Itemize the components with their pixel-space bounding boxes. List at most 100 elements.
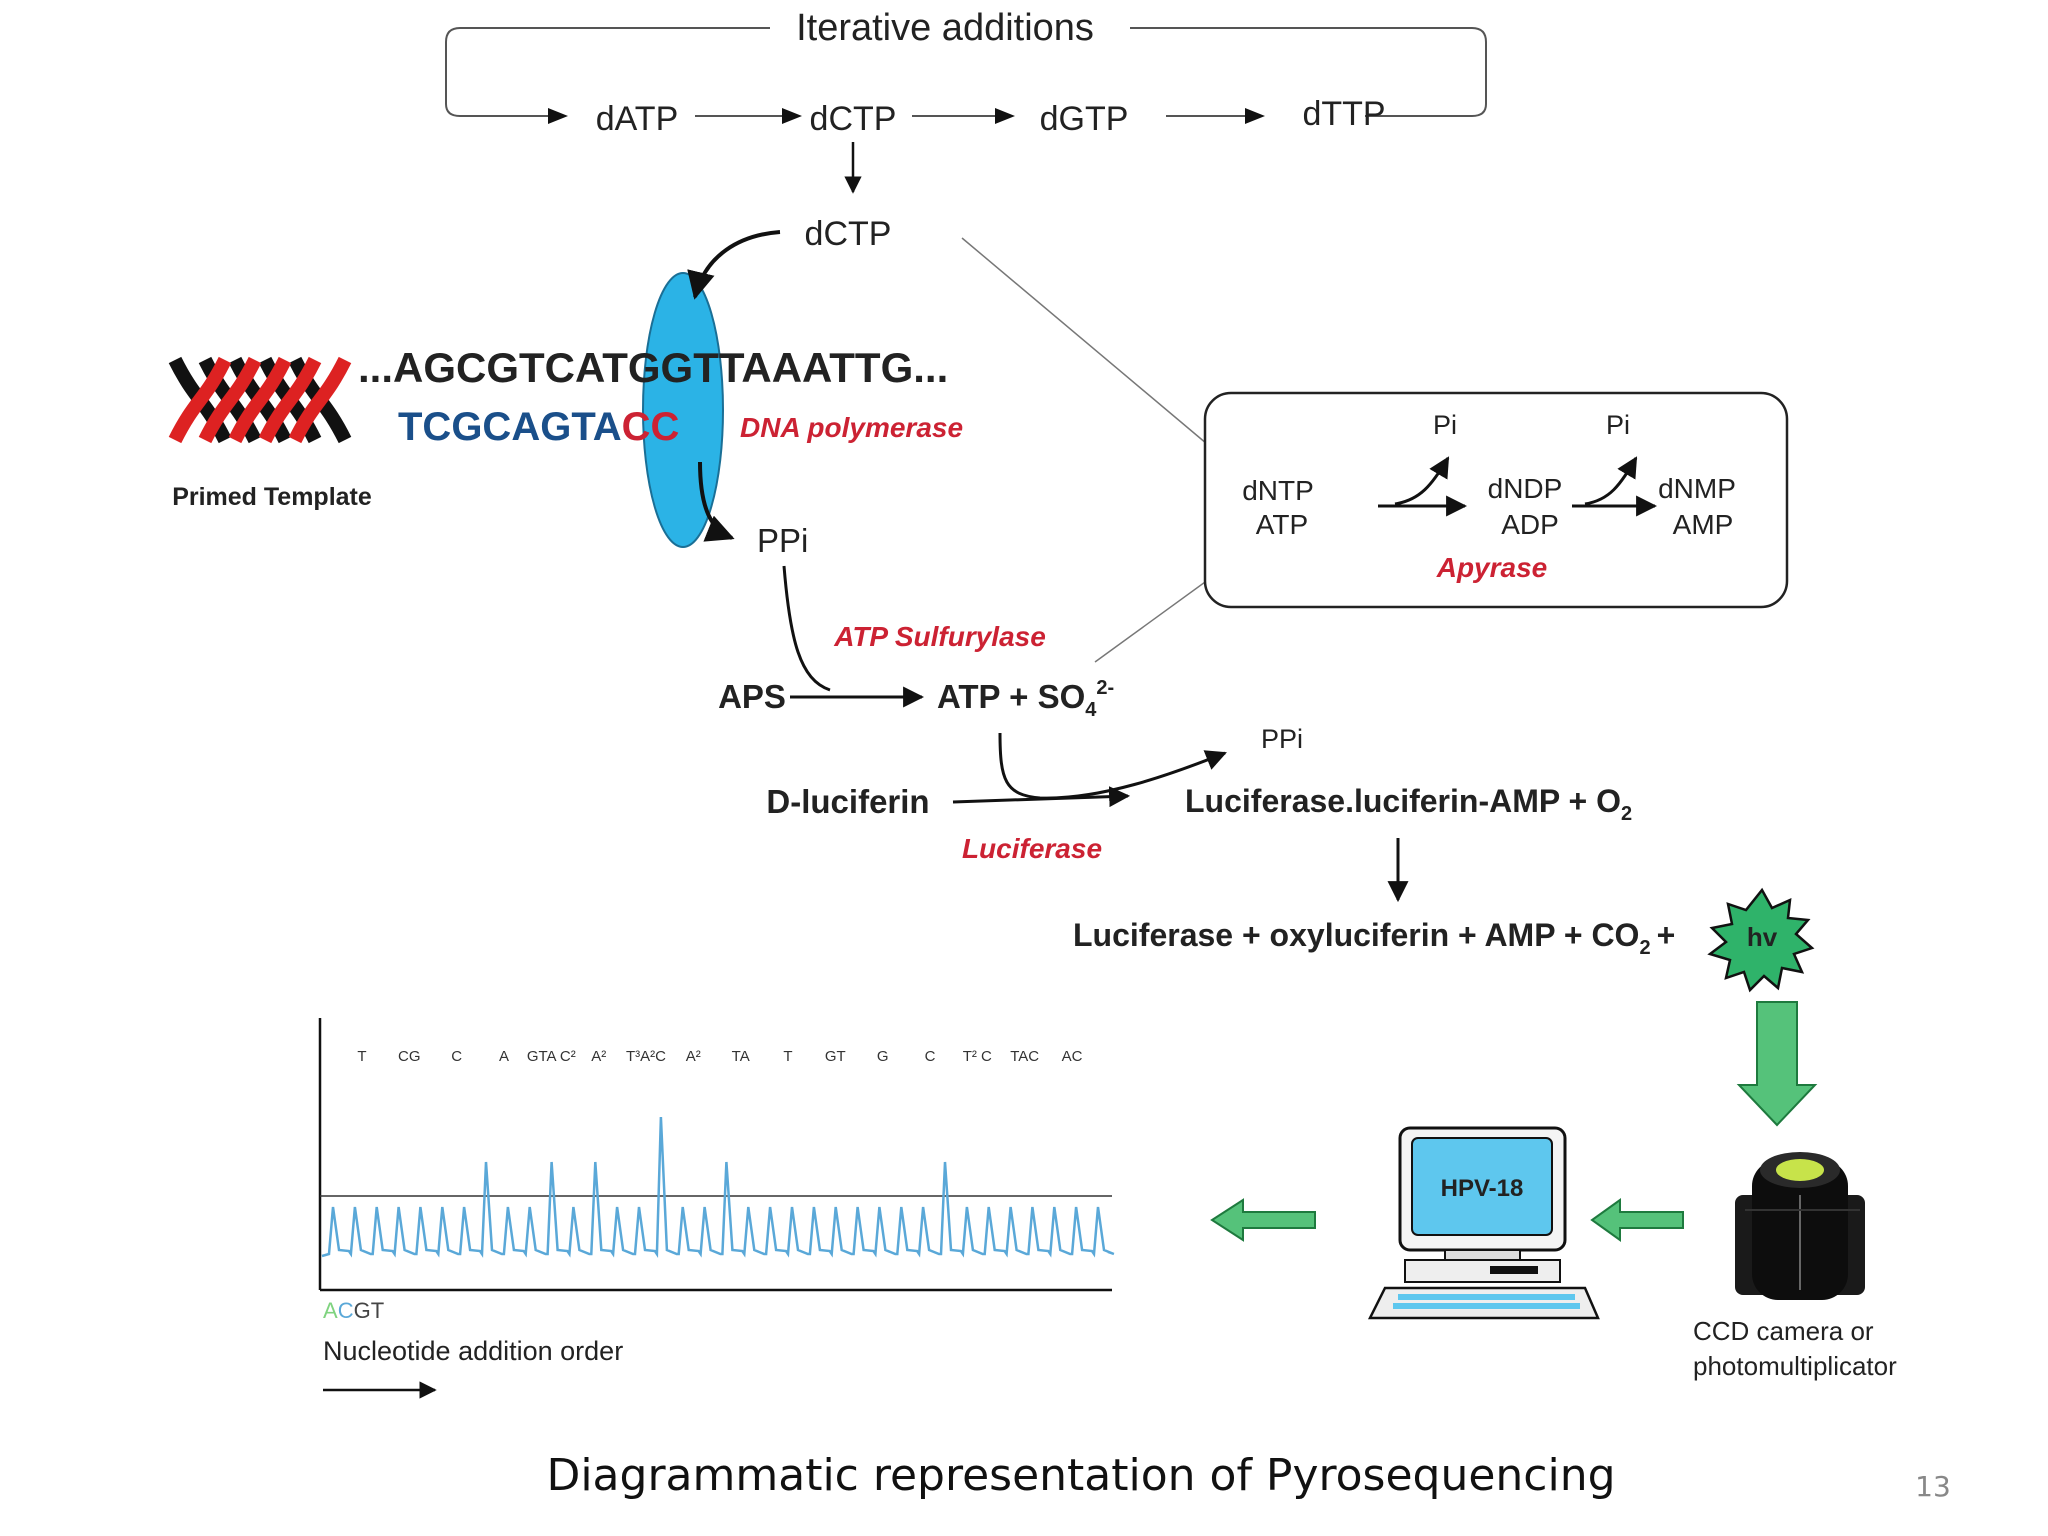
luciferase-complex-text: Luciferase.luciferin-AMP + O: [1185, 783, 1621, 819]
apyrase-label: Apyrase: [1436, 552, 1548, 583]
nucleotide-dttp: dTTP: [1302, 95, 1385, 133]
apyrase-pi-2: Pi: [1606, 410, 1630, 440]
ppi-label: PPi: [757, 522, 808, 559]
loop-line-left: [445, 27, 770, 117]
dntp-to-apyrase-arrow: [961, 237, 1240, 471]
apyrase-intermediate-dndp: dNDP: [1488, 473, 1563, 504]
peak-label: A²: [686, 1048, 701, 1065]
camera-label-line1: CCD camera or: [1693, 1316, 1874, 1346]
arrow-into-dctp: [782, 108, 802, 124]
peak-label: T: [357, 1048, 366, 1065]
loop-line-right: [1130, 27, 1487, 117]
apyrase-intermediate-adp: ADP: [1501, 509, 1559, 540]
nucleotide-legend: ACGT: [323, 1298, 384, 1323]
nucleotide-order-label: Nucleotide addition order: [323, 1336, 623, 1366]
ppi-out-label: PPi: [1261, 724, 1303, 754]
atp-so4-label: ATP + SO42-: [937, 677, 1114, 721]
peak-label: TA: [732, 1048, 750, 1065]
light-to-camera-arrow: [1736, 1001, 1818, 1127]
dctp-into-polymerase-arrow: [687, 230, 781, 300]
incorporated-bases: CC: [622, 405, 680, 449]
luciferase-enzyme-label: Luciferase: [962, 833, 1102, 864]
peak-label: CG: [398, 1048, 421, 1065]
peak-label: GT: [825, 1048, 846, 1065]
peak-label: T² C: [963, 1048, 992, 1065]
aps-label: APS: [718, 678, 786, 715]
camera-label-line2: photomultiplicator: [1693, 1351, 1897, 1381]
computer-to-pyrogram-arrow: [1210, 1198, 1316, 1242]
slide-caption: Diagrammatic representation of Pyroseque…: [546, 1450, 1615, 1501]
apyrase-frame: [1203, 391, 1789, 609]
primed-template-label: Primed Template: [172, 483, 372, 511]
peak-label: GTA C²: [527, 1048, 576, 1065]
so4-superscript: 2-: [1096, 677, 1114, 699]
luciferin-to-complex-arrow: [952, 786, 1131, 808]
arrow-into-datp: [548, 108, 568, 124]
apyrase-pi-1: Pi: [1433, 410, 1457, 440]
atp-so4-text: ATP + SO: [937, 678, 1085, 715]
selected-nucleotide: dCTP: [805, 215, 892, 253]
peak-label: G: [877, 1048, 889, 1065]
plus-sign: +: [1657, 917, 1676, 953]
dna-helix-icon: [168, 356, 352, 444]
primer-strand: TCGCAGTACC: [398, 405, 679, 449]
peak-label: AC: [1062, 1048, 1083, 1065]
peak-label: T: [783, 1048, 792, 1065]
light-hv-label: hv: [1747, 922, 1778, 952]
detection-flow: [1210, 1001, 1818, 1242]
apyrase-product-dnmp: dNMP: [1658, 473, 1736, 504]
nucleotide-dgtp: dGTP: [1040, 100, 1129, 138]
ppi-curve: [782, 565, 831, 692]
pi-release-arrow-2: [1584, 456, 1638, 506]
arrow-into-dgtp: [995, 108, 1015, 124]
luciferase-complex-label: Luciferase.luciferin-AMP + O2: [1185, 783, 1632, 825]
dna-polymerase-label: DNA polymerase: [740, 412, 963, 443]
pyrogram-trace: [321, 1116, 1115, 1258]
so4-subscript: 4: [1085, 699, 1097, 721]
nucleotide-dctp: dCTP: [810, 100, 897, 138]
peak-label: A: [499, 1048, 509, 1065]
atp-sulfurylase-label: ATP Sulfurylase: [833, 621, 1046, 652]
peak-label: C: [451, 1048, 462, 1065]
peak-label: T³A²C: [626, 1048, 666, 1065]
pi-release-arrow-1: [1394, 456, 1450, 506]
apyrase-box: dNTP ATP Pi dNDP ADP Pi dNMP AMP Apyrase: [1203, 391, 1789, 609]
template-strand: ...AGCGTCATGGTTAAATTG...: [358, 344, 948, 391]
primer-sequence: TCGCAGTA: [398, 405, 622, 449]
legend-a: A: [323, 1298, 338, 1323]
co2-subscript: 2: [1639, 937, 1650, 959]
peak-label: C: [925, 1048, 936, 1065]
iterative-title: Iterative additions: [796, 7, 1094, 49]
legend-c: C: [338, 1298, 354, 1323]
peak-labels: T CG C A GTA C² A² T³A²C A² TA T GT G C T² C TAC AC: [357, 1048, 1082, 1065]
peak-label: A²: [591, 1048, 606, 1065]
iterative-additions: Iterative additions dATP dCTP dGTP dTTP …: [445, 7, 1487, 253]
computer-base: [1404, 1259, 1561, 1283]
camera-to-computer-arrow: [1590, 1198, 1684, 1242]
products-text: Luciferase + oxyluciferin + AMP + CO: [1073, 917, 1639, 953]
ccd-camera-icon: [1735, 1152, 1865, 1300]
computer-icon: HPV-18: [1367, 1126, 1600, 1320]
reaction-cascade: ATP Sulfurylase APS ATP + SO42- D-lucife…: [718, 565, 1815, 993]
screen-text: HPV-18: [1441, 1175, 1524, 1202]
primed-template: Primed Template ...AGCGTCATGGTTAAATTG...…: [168, 230, 963, 559]
o2-subscript: 2: [1621, 803, 1632, 825]
apyrase-product-amp: AMP: [1673, 509, 1734, 540]
d-luciferin-label: D-luciferin: [766, 783, 929, 820]
arrow-into-dttp: [1245, 108, 1265, 124]
legend-g: G: [354, 1298, 371, 1323]
keyboard-keys: [1393, 1294, 1580, 1309]
nucleotide-datp: dATP: [596, 100, 679, 138]
polymerase-ellipse: [642, 272, 724, 548]
peak-label: TAC: [1010, 1048, 1039, 1065]
products-label: Luciferase + oxyluciferin + AMP + CO2 +: [1073, 917, 1675, 959]
monitor-screen: [1411, 1137, 1553, 1236]
page-number: 13: [1915, 1470, 1951, 1503]
light-flash-icon: [1707, 887, 1815, 993]
polymerase-to-ppi-arrow: [698, 461, 735, 542]
legend-t: T: [371, 1298, 384, 1323]
apyrase-substrate-dntp: dNTP: [1242, 475, 1314, 506]
apyrase-substrate-atp: ATP: [1256, 509, 1308, 540]
